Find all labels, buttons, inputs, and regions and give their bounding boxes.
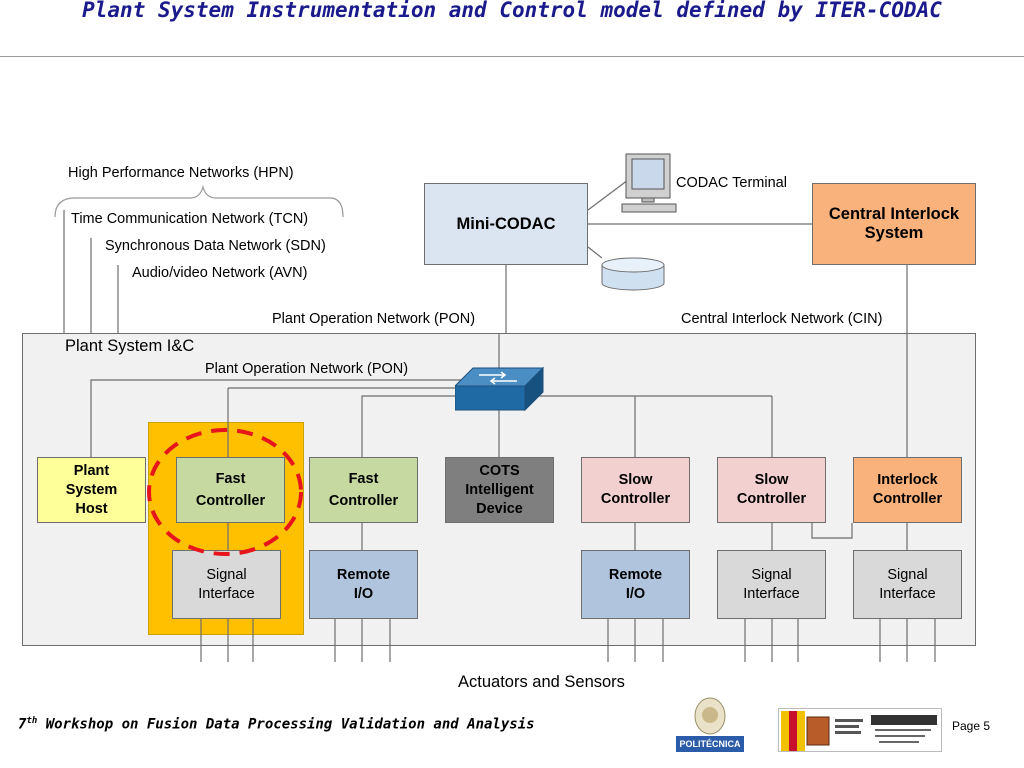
pon-label-top: Plant Operation Network (PON) <box>272 311 476 327</box>
page-title: Plant System Instrumentation and Control… <box>82 0 942 22</box>
signal-interface-box-2[interactable]: Signal Interface <box>717 550 826 619</box>
central-interlock-system-box[interactable]: Central Interlock System <box>812 183 976 265</box>
codac-terminal-label: CODAC Terminal <box>676 175 787 191</box>
footer-ordinal-suffix: th <box>26 716 38 726</box>
signal-interface-3-line1: Signal <box>887 566 928 583</box>
university-seal-icon <box>694 697 726 735</box>
ministry-ciemat-emblem-icon <box>781 711 937 751</box>
fast-controller-2-line2: Controller <box>328 493 399 509</box>
cots-line3: Device <box>476 500 523 517</box>
host-line1: Plant <box>73 462 110 479</box>
sdn-label: Synchronous Data Network (SDN) <box>105 238 326 254</box>
highlight-dashed-circle <box>147 428 303 556</box>
central-interlock-line1: Central Interlock <box>828 205 960 223</box>
tcn-label: Time Communication Network (TCN) <box>71 211 309 227</box>
interlock-controller-line2: Controller <box>872 491 943 507</box>
ciemat-logo <box>778 708 942 752</box>
host-line2: System <box>65 481 118 498</box>
title-divider <box>0 56 1024 57</box>
fast-controller-line1: Fast <box>215 471 246 487</box>
signal-interface-line2: Interface <box>198 585 255 602</box>
mini-codac-label: Mini-CODAC <box>456 214 556 233</box>
fast-controller-2-line1: Fast <box>348 471 379 487</box>
cots-line1: COTS <box>479 462 520 479</box>
avn-label: Audio/video Network (AVN) <box>132 265 308 281</box>
remote-io-2-line1: Remote <box>608 566 663 583</box>
footer-ordinal: 7 <box>18 716 27 733</box>
fast-controller-box-2[interactable]: Fast Controller <box>309 457 418 523</box>
remote-io-box[interactable]: Remote I/O <box>309 550 418 619</box>
actuators-sensors-label: Actuators and Sensors <box>458 673 625 691</box>
central-interlock-line2: System <box>864 224 924 242</box>
hpn-label: High Performance Networks (HPN) <box>68 165 294 181</box>
database-icon <box>601 257 665 291</box>
politecnica-logo: POLITÉCNICA <box>676 696 744 754</box>
fast-controller-line2: Controller <box>195 493 266 509</box>
remote-io-line2: I/O <box>353 585 374 602</box>
host-line3: Host <box>75 500 108 517</box>
interlock-controller-box[interactable]: Interlock Controller <box>853 457 962 523</box>
cin-label: Central Interlock Network (CIN) <box>681 311 883 327</box>
signal-interface-2-line2: Interface <box>743 585 800 602</box>
slow-controller-2-line1: Slow <box>754 472 789 488</box>
footer-text: Workshop on Fusion Data Processing Valid… <box>37 716 535 733</box>
slow-controller-2-line2: Controller <box>736 491 807 507</box>
plant-system-label: Plant System I&C <box>65 337 195 355</box>
politecnica-label: POLITÉCNICA <box>676 736 744 752</box>
cots-intelligent-device-box[interactable]: COTS Intelligent Device <box>445 457 554 523</box>
remote-io-line1: Remote <box>336 566 391 583</box>
pon-label-inner: Plant Operation Network (PON) <box>205 361 409 377</box>
network-switch-icon <box>455 366 545 412</box>
fast-controller-box[interactable]: Fast Controller <box>176 457 285 523</box>
signal-interface-box[interactable]: Signal Interface <box>172 550 281 619</box>
remote-io-2-line2: I/O <box>625 585 646 602</box>
remote-io-box-2[interactable]: Remote I/O <box>581 550 690 619</box>
signal-interface-box-3[interactable]: Signal Interface <box>853 550 962 619</box>
slow-controller-line1: Slow <box>618 472 653 488</box>
mini-codac-box[interactable]: Mini-CODAC <box>424 183 588 265</box>
slow-controller-box[interactable]: Slow Controller <box>581 457 690 523</box>
signal-interface-3-line2: Interface <box>879 585 936 602</box>
page-number: Page 5 <box>952 719 991 733</box>
plant-system-host-box[interactable]: Plant System Host <box>37 457 146 523</box>
footer-workshop-title: 7th Workshop on Fusion Data Processing V… <box>18 716 535 733</box>
cots-line2: Intelligent <box>465 481 534 498</box>
signal-interface-2-line1: Signal <box>751 566 792 583</box>
interlock-controller-line1: Interlock <box>877 472 938 488</box>
signal-interface-line1: Signal <box>206 566 247 583</box>
slow-controller-box-2[interactable]: Slow Controller <box>717 457 826 523</box>
slow-controller-line2: Controller <box>600 491 671 507</box>
computer-terminal-icon <box>621 153 677 213</box>
